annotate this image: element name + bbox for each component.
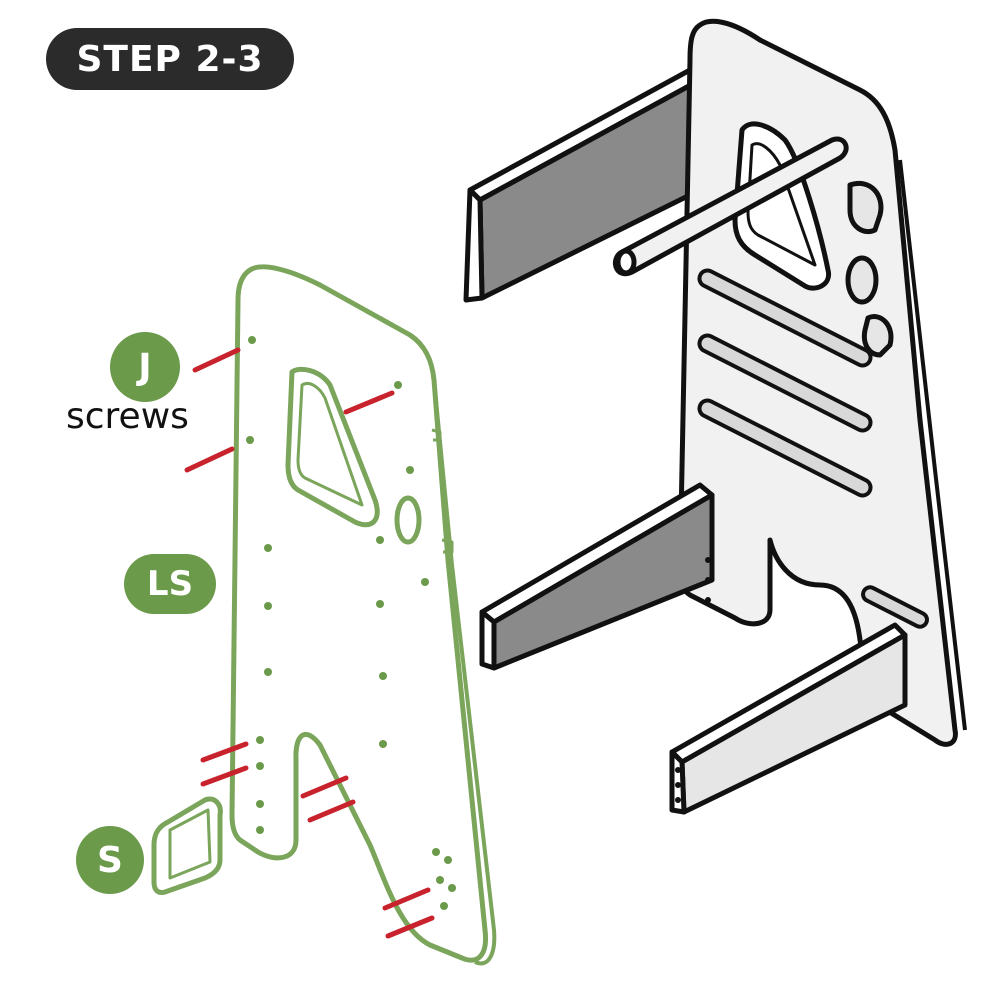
- assembled-frame: [463, 18, 967, 815]
- part-code-ls: LS: [146, 564, 194, 604]
- j-screws: [184, 347, 435, 939]
- back-dowel: [612, 136, 849, 277]
- screw: [200, 741, 249, 763]
- screw: [307, 799, 356, 823]
- part-badge-j: J: [110, 332, 180, 402]
- top-rail: [463, 67, 703, 303]
- step-label: STEP 2-3: [76, 38, 264, 80]
- screw: [382, 887, 431, 911]
- right-side-panel: [677, 18, 958, 747]
- part-badge-ls: LS: [124, 554, 216, 614]
- right-handhold: [732, 121, 832, 291]
- bottom-rail: [669, 622, 908, 815]
- step-badge: STEP 2-3: [46, 28, 294, 90]
- screw: [300, 775, 349, 799]
- screw-holes: [246, 336, 456, 910]
- part-badge-s: S: [76, 826, 144, 894]
- part-code-j: J: [138, 346, 152, 388]
- screw: [184, 446, 235, 473]
- middle-rail: [479, 482, 715, 671]
- left-side-panel: [229, 264, 497, 966]
- step-slots: [697, 268, 929, 629]
- screw: [385, 915, 435, 939]
- part-code-s: S: [97, 839, 123, 881]
- screw: [192, 347, 241, 373]
- s-piece: [151, 796, 223, 895]
- screw: [343, 390, 395, 415]
- screw: [200, 765, 249, 787]
- screws-label: screws: [66, 396, 189, 437]
